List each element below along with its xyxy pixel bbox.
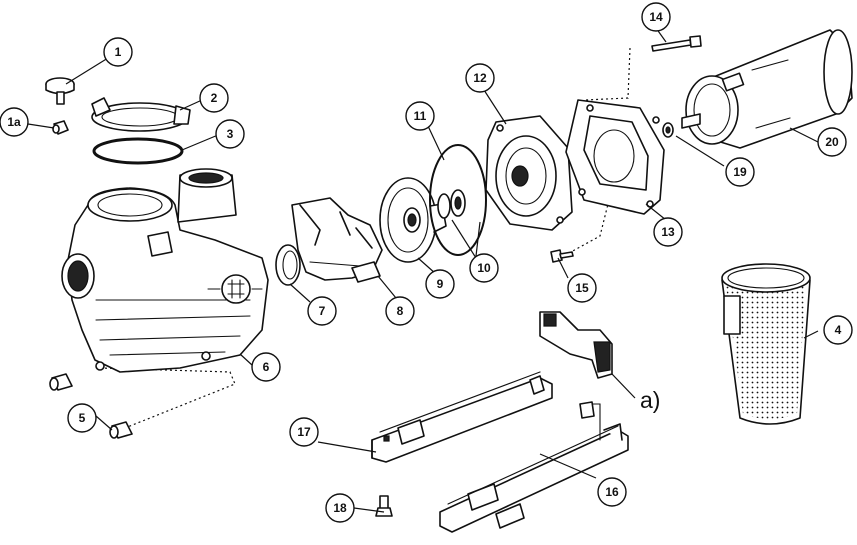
svg-text:5: 5 [79,411,86,425]
svg-text:15: 15 [575,281,589,295]
part-base-spacer [539,311,613,379]
svg-text:18: 18 [333,501,347,515]
leader-lines [27,27,819,513]
part-seal-plate-o-ring [429,144,487,256]
part-motor [681,29,853,149]
part-lid-clamp [91,97,191,132]
svg-text:13: 13 [661,225,675,239]
svg-text:9: 9 [437,277,444,291]
part-base-rail-16 [439,401,629,533]
callout-19: 19 [725,157,755,187]
part-base-rail-17 [371,371,553,463]
callout-13: 13 [653,217,683,247]
svg-text:7: 7 [319,304,326,318]
svg-text:16: 16 [605,485,619,499]
svg-text:1: 1 [115,45,122,59]
callout-5: 5 [67,403,97,433]
part-drain-knob [45,77,75,105]
callout-1: 1 [103,37,133,67]
part-long-bolt [651,35,702,52]
part-slinger-washer [662,122,674,138]
part-lid-o-ring [92,137,184,165]
callout-16: 16 [597,477,627,507]
svg-text:14: 14 [649,10,663,24]
callout-20: 20 [817,127,847,157]
svg-text:4: 4 [835,323,842,337]
part-base-screw [375,495,393,517]
part-diffuser-o-ring [275,244,301,286]
svg-text:11: 11 [414,109,427,123]
svg-text:3: 3 [227,127,234,141]
callout-3: 3 [215,119,245,149]
svg-text:20: 20 [825,135,839,149]
callout-2: 2 [199,83,229,113]
assembly-guide-lines [99,47,631,431]
callout-10: 10 [469,253,499,283]
callout-11: 11 [405,101,435,131]
part-seal-plate [485,115,573,231]
svg-text:10: 10 [477,261,491,275]
callout-12: 12 [465,63,495,93]
svg-text:1a: 1a [7,115,21,129]
callout-4: 4 [823,315,853,345]
callout-1a: 1a [0,107,29,137]
part-motor-adapter [565,99,665,215]
callout-15: 15 [567,273,597,303]
callout-8: 8 [385,296,415,326]
svg-text:19: 19 [733,165,747,179]
callout-7: 7 [307,296,337,326]
callout-9: 9 [425,269,455,299]
svg-text:2: 2 [211,91,218,105]
callout-6: 6 [251,352,281,382]
part-drain-plugs [49,373,133,439]
callout-14: 14 [641,2,671,32]
part-pump-housing [61,168,269,373]
callout-17: 17 [289,417,319,447]
sub-label-a: a) [640,387,660,413]
svg-text:6: 6 [263,360,270,374]
part-impeller [379,177,447,263]
part-diffuser [291,197,383,283]
callout-18: 18 [325,493,355,523]
part-short-bolt [550,249,574,263]
part-small-plug [52,120,69,135]
part-shaft-seal [437,189,466,219]
part-strainer-basket [721,263,811,425]
svg-text:8: 8 [397,304,404,318]
svg-text:12: 12 [473,71,487,85]
svg-text:17: 17 [297,425,311,439]
